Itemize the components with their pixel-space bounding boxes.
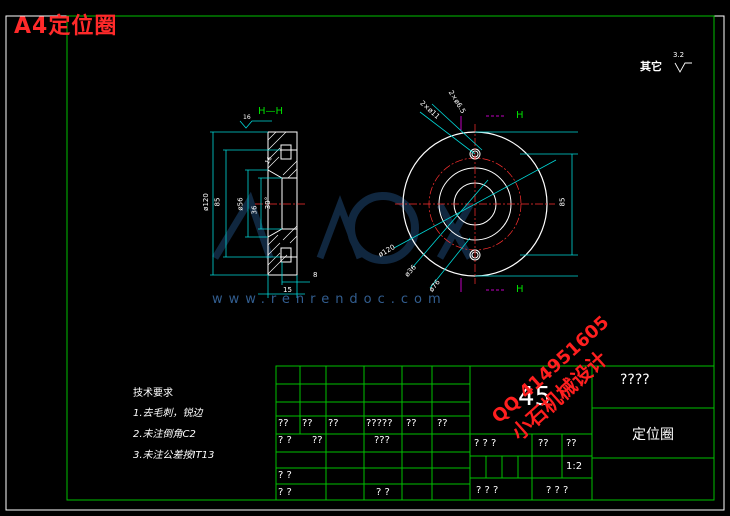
tb-company: ????: [620, 372, 650, 388]
section-label: H—H: [258, 106, 284, 117]
front-view: [393, 103, 578, 292]
tb-footer-1: ? ? ?: [476, 485, 499, 496]
dim-section-dia-120: ø120: [201, 193, 210, 211]
tb-stage-3: ??: [566, 438, 577, 449]
tb-left-bottom-1: ? ?: [278, 470, 292, 481]
tb-part-name: 定位圈: [632, 427, 674, 443]
section-marker-top: H: [516, 110, 524, 121]
dim-section-dia-56: ø56: [236, 197, 245, 211]
section-marker-bottom: H: [516, 284, 524, 295]
tb-row2-1: ? ?: [278, 435, 292, 446]
tb-left-bottom-3: ? ?: [376, 487, 390, 498]
tech-item-3: 3.未注公差按IT13: [133, 450, 215, 461]
tech-heading: 技术要求: [133, 388, 173, 399]
tb-footer-2: ? ? ?: [546, 485, 569, 496]
tb-row2-3: ???: [374, 435, 390, 446]
tb-scale: 1:2: [566, 461, 583, 472]
watermark-site: www.renrendoc.com: [212, 292, 447, 307]
tech-item-1: 1.去毛刺，锐边: [133, 408, 203, 419]
section-view: [210, 120, 310, 298]
dim-section-angle: 30°: [264, 196, 273, 210]
dim-front-85: 85: [558, 197, 567, 207]
tb-row2-2: ??: [312, 435, 323, 446]
tb-material: 45: [518, 382, 552, 412]
dim-section-8: 8: [313, 271, 318, 279]
tb-label-1: ??: [278, 418, 289, 429]
tb-label-6: ??: [437, 418, 448, 429]
tb-label-4: ?????: [366, 418, 393, 429]
outer-border: [5, 15, 725, 511]
tech-item-2: 2.未注倒角C2: [133, 429, 196, 440]
tb-stage-1: ? ? ?: [474, 438, 497, 449]
tb-label-2: ??: [302, 418, 313, 429]
tb-label-5: ??: [406, 418, 417, 429]
other-surfaces-label: 其它: [640, 60, 662, 73]
section-roughness: 16: [243, 114, 251, 121]
title-block-grid: [275, 365, 715, 501]
dim-section-36: 36: [250, 205, 259, 215]
watermark-logo: [212, 191, 474, 264]
other-surfaces-roughness: 3.2: [673, 51, 685, 59]
dim-section-85: 85: [213, 197, 222, 207]
sheet-size-title: A4定位圈: [14, 14, 118, 39]
tb-left-bottom-2: ? ?: [278, 487, 292, 498]
tb-label-3: ??: [328, 418, 339, 429]
tb-stage-2: ??: [538, 438, 549, 449]
dim-section-15: 15: [283, 286, 292, 294]
